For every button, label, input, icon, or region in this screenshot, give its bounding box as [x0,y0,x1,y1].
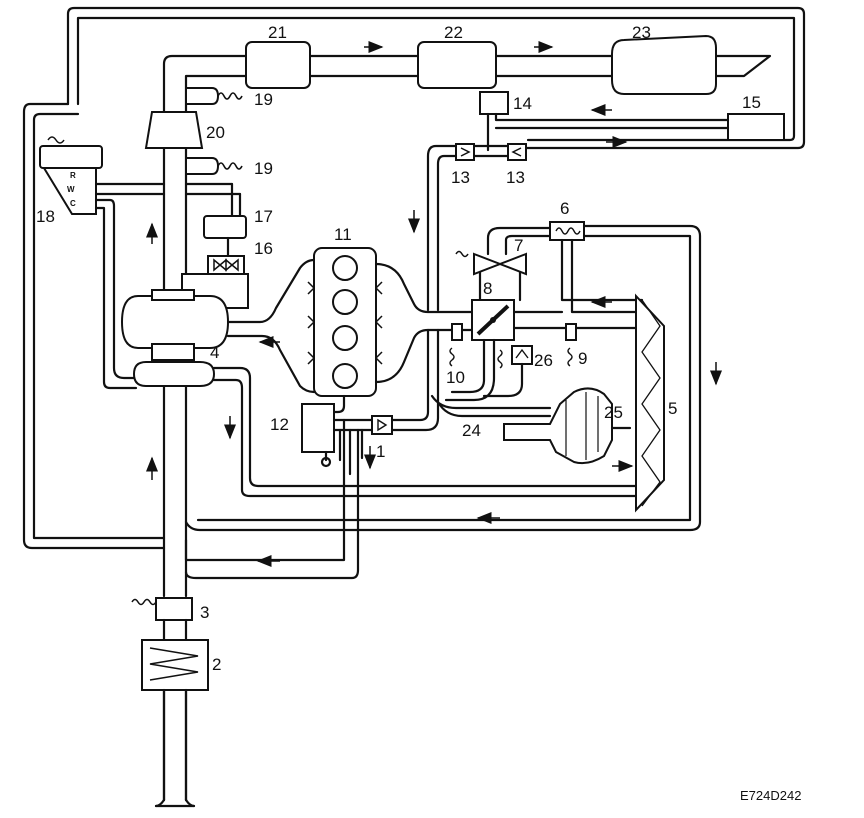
component-3 [155,597,193,621]
turbo-compressor [120,295,230,349]
callout-4: 4 [210,343,219,362]
component-2-3-group [131,597,209,802]
callout-26: 26 [534,351,553,370]
brake-booster [503,387,613,465]
solenoid-port-r: R [70,171,76,180]
top-exhaust-line [245,34,772,95]
component-15 [727,113,785,141]
component-17 [203,215,247,239]
callout-6: 6 [560,199,569,218]
callout-19-upper: 19 [254,90,273,109]
sensor-19-lower [185,157,220,175]
callout-1: 1 [376,442,385,461]
component-6 [549,221,585,241]
callout-17: 17 [254,207,273,226]
cylinder-4 [332,363,358,389]
callout-2: 2 [212,655,221,674]
check-valve-26 [511,345,533,365]
callout-23: 23 [632,23,651,42]
solenoid-port-c: C [70,199,76,208]
callout-8: 8 [483,279,492,298]
figure-code: E724D242 [740,788,801,803]
solenoid-port-w: W [67,185,75,194]
callout-24: 24 [462,421,481,440]
intercooler-5 [635,293,665,513]
check-valve-13-left [455,143,475,161]
component-12 [301,403,335,453]
component-14 [479,91,509,115]
callout-5: 5 [668,399,677,418]
sensor-19-upper [185,87,220,105]
callout-21: 21 [268,23,287,42]
turbocharger-4 [120,258,638,498]
callout-16: 16 [254,239,273,258]
callout-3: 3 [200,603,209,622]
component-20 [144,111,204,149]
check-valve-13-right [507,143,527,161]
check-valve-1 [371,415,393,435]
component-22 [417,41,497,89]
callout-14: 14 [513,94,532,113]
callout-13-left: 13 [451,168,470,187]
callout-9: 9 [578,349,587,368]
callout-7: 7 [514,236,523,255]
check-valves-13 [426,143,527,312]
callout-12: 12 [270,415,289,434]
turbo-compressor-flange [151,289,195,301]
solenoid-18 [39,136,166,390]
callout-11: 11 [334,225,352,244]
component-12-1-group [301,328,440,476]
outer-loop-lines [22,6,806,550]
sensor-9 [565,323,577,341]
callout-25: 25 [604,403,623,422]
engine-11 [307,247,482,414]
callout-18: 18 [36,207,55,226]
callout-22: 22 [444,23,463,42]
component-14-15-group [479,91,785,152]
cylinder-1 [332,255,358,281]
callout-20: 20 [206,123,225,142]
intercooler-body [635,293,665,513]
turbo-turbine [132,361,216,387]
callout-13-right: 13 [506,168,525,187]
solenoid-18-body [42,167,97,215]
component-21 [245,41,311,89]
flow-arrows [146,41,722,567]
component-19-20-group [144,87,243,175]
callout-10: 10 [446,368,465,387]
callout-labels: 1 2 3 4 5 6 7 8 9 10 11 12 13 13 14 15 1… [36,23,801,803]
component-23 [611,34,717,95]
bypass-valve-7 [473,252,527,276]
throttle-group [184,221,702,532]
cylinder-3 [332,325,358,351]
callout-19-lower: 19 [254,159,273,178]
sensor-10 [451,323,463,341]
brake-booster-25 [430,387,632,465]
turbo-shaft [151,343,195,361]
solenoid-18-head [39,145,103,169]
callout-15: 15 [742,93,761,112]
cylinder-2 [332,289,358,315]
